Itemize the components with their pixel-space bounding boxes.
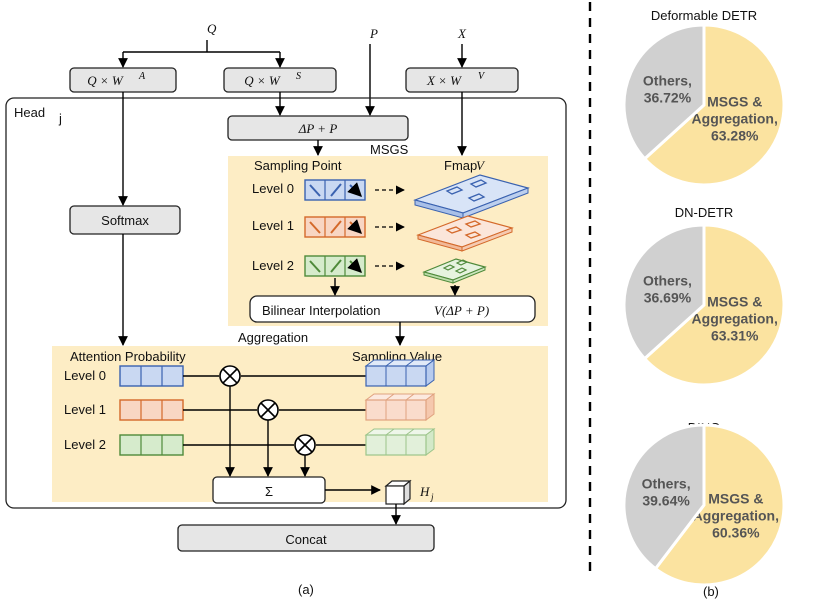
input-p: P [369, 26, 378, 41]
proj-v-text: X × W [426, 73, 462, 88]
pie-slice-label: MSGS & [708, 491, 763, 507]
agg-level-2-label: Level 2 [64, 437, 106, 452]
sampling-value-cube-level-2 [364, 428, 436, 456]
pie-slice-value: 60.36% [712, 525, 760, 541]
offset-text: ΔP + P [298, 121, 338, 136]
aggregation-label: Aggregation [238, 330, 308, 345]
concat-label: Concat [285, 532, 327, 547]
pie-slice-label: MSGS & [707, 294, 762, 310]
input-x: X [457, 26, 467, 41]
proj-s-text: Q × W [244, 73, 281, 88]
pie-title: DN-DETR [675, 205, 734, 220]
offset-arrows-icon [309, 184, 361, 196]
sampling-point-label: Sampling Point [254, 158, 342, 173]
attention-prob-label: Attention Probability [70, 349, 186, 364]
sum-symbol: Σ [265, 484, 273, 499]
fmap-label: Fmap [444, 158, 477, 173]
attention-cells-level-2 [119, 434, 184, 456]
softmax-label: Softmax [101, 213, 149, 228]
attention-cells-level-0 [119, 365, 184, 387]
input-q: Q [207, 21, 217, 36]
concat-box [177, 524, 435, 552]
pie-slice-value: 39.64% [642, 493, 690, 509]
panel-a: Q P X Q × W A Q × W S X × W V Head j ΔP … [5, 21, 567, 597]
proj-box-sampling [223, 67, 337, 93]
pie-slice-value: 36.69% [644, 289, 692, 305]
pie-slice-label: Aggregation, [692, 311, 778, 327]
fmap-var: V [476, 158, 486, 173]
proj-s-sup: S [296, 71, 301, 82]
pie-slice-others [622, 423, 706, 571]
pie-slice-others [622, 223, 706, 361]
pie-slice-others [622, 23, 706, 161]
head-label: Head [14, 105, 45, 120]
bilinear-formula: V(ΔP + P) [434, 303, 489, 318]
pie-slice-label: Others, [643, 272, 692, 288]
msgs-level-0-label: Level 0 [252, 181, 294, 196]
sampling-point-level-1: Level 1 [252, 215, 514, 252]
agg-level-0-label: Level 0 [64, 368, 106, 383]
sampling-value-cube-level-0 [364, 359, 436, 387]
msgs-label: MSGS [370, 142, 409, 157]
pie-slice-label: Others, [643, 72, 692, 88]
sampling-value-cube-level-1 [364, 393, 436, 421]
offset-arrows-icon [309, 260, 361, 272]
offset-arrows-icon [309, 221, 361, 233]
pie-slice-value: 36.72% [644, 89, 692, 105]
sampling-point-level-0: Level 0 [252, 174, 530, 219]
caption-a: (a) [298, 582, 314, 597]
pie-slice-value: 63.31% [711, 328, 759, 344]
softmax-box [69, 205, 181, 235]
attention-cells-level-1 [119, 399, 184, 421]
proj-a-sup: A [138, 71, 146, 82]
pie-slice-label: Others, [642, 476, 691, 492]
h-sub: j [430, 492, 434, 502]
pie-title: Deformable DETR [651, 8, 757, 23]
pie-slice-msgs [653, 423, 786, 587]
pie-slice-value: 63.28% [711, 128, 759, 144]
output-cube-icon [384, 479, 412, 506]
msgs-level-2-label: Level 2 [252, 258, 294, 273]
pie-slice-label: Aggregation, [693, 508, 779, 524]
bilinear-label: Bilinear Interpolation [262, 303, 381, 318]
proj-a-text: Q × W [87, 73, 124, 88]
sampling-point-level-2: Level 2 [252, 255, 487, 283]
bilinear-box [249, 295, 536, 323]
pie-slice-msgs [642, 223, 786, 387]
agg-level-1-label: Level 1 [64, 402, 106, 417]
proj-box-value [405, 67, 519, 93]
caption-b: (b) [703, 584, 719, 599]
pie-slice-msgs [642, 23, 786, 187]
head-sub: j [58, 111, 62, 126]
proj-v-sup: V [478, 71, 486, 82]
pie-slice-label: MSGS & [707, 94, 762, 110]
pie-slice-label: Aggregation, [692, 111, 778, 127]
proj-box-attention [69, 67, 177, 93]
h-label: H [419, 484, 430, 499]
head-container [5, 97, 567, 509]
msgs-level-1-label: Level 1 [252, 218, 294, 233]
